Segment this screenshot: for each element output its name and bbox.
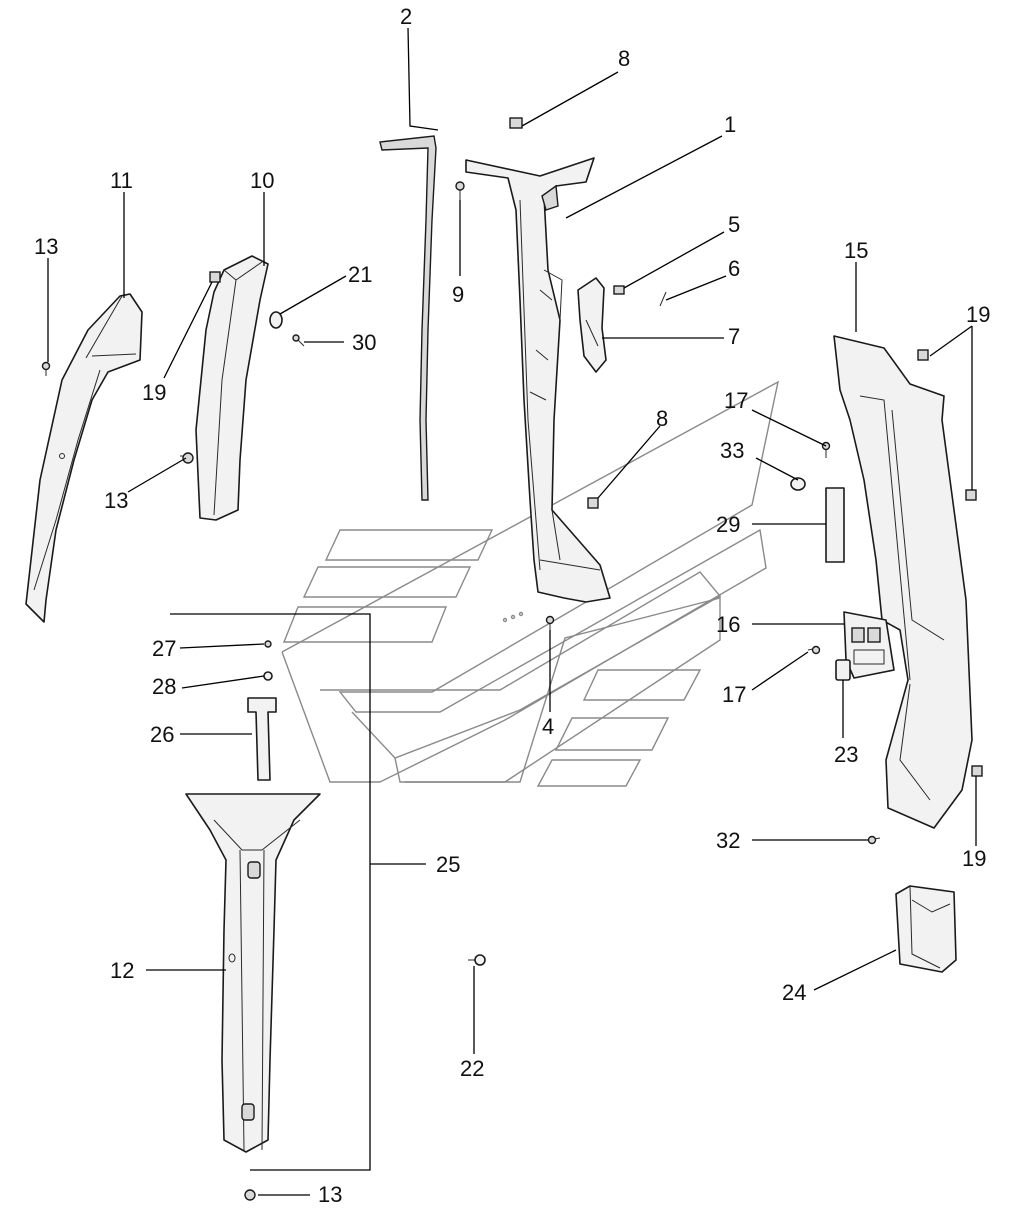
part-17-screw-lower — [807, 645, 821, 655]
callout-19-left: 19 — [142, 380, 166, 405]
callout-23: 23 — [834, 742, 858, 767]
leader-lines — [47, 27, 977, 1196]
part-2-weather-strip — [379, 135, 437, 501]
part-5-screw — [613, 285, 625, 295]
callout-22: 22 — [460, 1056, 484, 1081]
small-hardware — [41, 117, 983, 1201]
callout-1: 1 — [724, 112, 736, 137]
part-19-clip-upper — [917, 349, 929, 361]
callout-25: 25 — [436, 852, 460, 877]
callout-13-bottom: 13 — [318, 1182, 342, 1207]
part-19-clip-middle — [965, 489, 977, 501]
part-16-switch-panel — [843, 611, 895, 679]
part-26-bracket — [247, 697, 277, 781]
callout-32: 32 — [716, 828, 740, 853]
part-4-screw — [545, 615, 555, 630]
part-10-trim-panel — [195, 255, 269, 521]
callout-6: 6 — [728, 256, 740, 281]
part-24-foam-block — [895, 885, 957, 973]
callout-27: 27 — [152, 636, 176, 661]
callout-7: 7 — [728, 324, 740, 349]
callout-13-top: 13 — [34, 234, 58, 259]
callout-17-lower: 17 — [722, 682, 746, 707]
cab-floor-outline — [281, 380, 779, 787]
callout-26: 26 — [150, 722, 174, 747]
callout-12: 12 — [110, 958, 134, 983]
callout-2: 2 — [400, 4, 412, 29]
callout-17-upper: 17 — [724, 388, 748, 413]
part-8-clip-top — [509, 117, 523, 129]
callout-15: 15 — [844, 238, 868, 263]
part-15-rear-pillar-trim — [833, 335, 973, 829]
callout-9: 9 — [452, 282, 464, 307]
part-19-clip-lower — [971, 765, 983, 777]
callout-labels: 2 8 1 11 10 13 21 9 5 6 15 19 30 7 19 17… — [34, 4, 990, 1207]
part-32-screw — [867, 835, 881, 845]
part-1-b-pillar-trim — [465, 157, 611, 603]
part-33-grommet — [790, 477, 806, 491]
callout-30: 30 — [352, 330, 376, 355]
callout-24: 24 — [782, 980, 806, 1005]
part-7-grab-handle — [577, 277, 607, 373]
part-21-plug — [269, 311, 283, 329]
callout-10: 10 — [250, 168, 274, 193]
callout-29: 29 — [716, 512, 740, 537]
callout-21: 21 — [348, 262, 372, 287]
callout-19-lower-right: 19 — [962, 846, 986, 871]
callout-8-mid: 8 — [656, 406, 668, 431]
part-13-screw-b — [180, 452, 194, 464]
part-29-label — [825, 487, 845, 563]
part-13-screw-a — [41, 361, 51, 376]
callout-13-mid: 13 — [104, 488, 128, 513]
part-13-screw-c — [244, 1189, 256, 1201]
part-12-lower-pillar-trim — [185, 793, 321, 1153]
part-6-cap — [659, 291, 667, 307]
part-23-label — [835, 659, 851, 681]
callout-5: 5 — [728, 212, 740, 237]
part-30-screw — [292, 334, 305, 347]
part-28-washer — [263, 671, 273, 681]
part-19-clip-left — [209, 271, 221, 283]
part-22-screw — [468, 954, 486, 966]
callout-16: 16 — [716, 612, 740, 637]
callout-8-top: 8 — [618, 46, 630, 71]
callout-28: 28 — [152, 674, 176, 699]
callout-11: 11 — [110, 168, 133, 193]
callout-33: 33 — [720, 438, 744, 463]
callout-19-upper-right: 19 — [966, 302, 990, 327]
part-11-a-pillar-trim — [25, 293, 143, 623]
part-27-nut — [264, 640, 272, 648]
part-9-screw — [455, 181, 465, 200]
callout-4: 4 — [542, 714, 554, 739]
part-8-clip-mid — [587, 497, 599, 509]
